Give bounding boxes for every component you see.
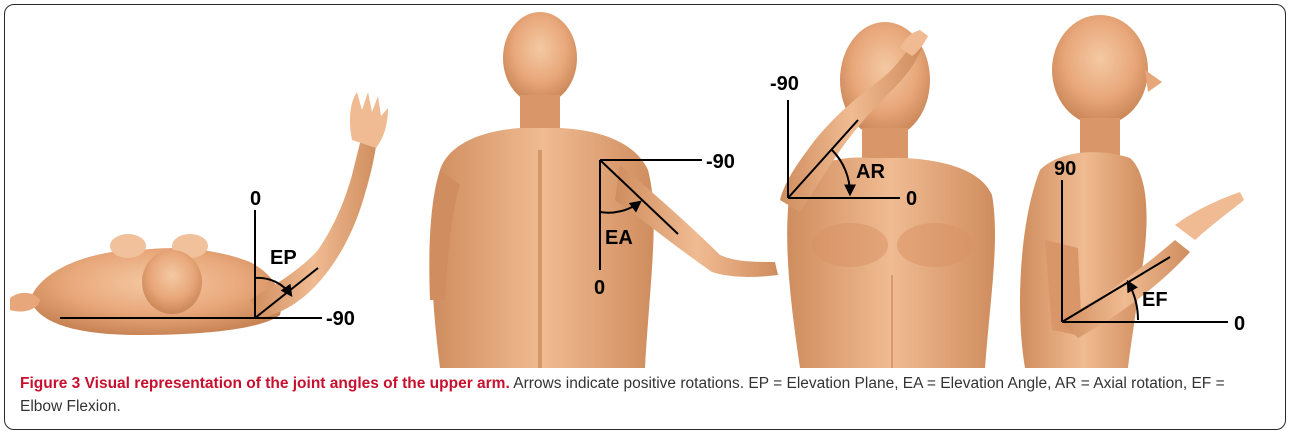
ar-axis-label-0: 0 bbox=[906, 188, 917, 210]
caption-title: Figure 3 Visual representation of the jo… bbox=[20, 375, 510, 392]
body-back-view-illustration bbox=[429, 12, 778, 368]
ep-axis-label-0: 0 bbox=[250, 188, 261, 210]
figure-illustration: 0 -90 EP -90 0 EA bbox=[0, 0, 1292, 370]
ef-axis-label-90: 90 bbox=[1054, 158, 1076, 180]
panel-top-view: 0 -90 EP bbox=[10, 92, 388, 335]
panel-back-view: -90 0 EA bbox=[429, 12, 778, 368]
ea-axis-label-0: 0 bbox=[594, 277, 605, 299]
body-side-view-illustration bbox=[1020, 15, 1244, 368]
figure-caption: Figure 3 Visual representation of the jo… bbox=[20, 372, 1270, 418]
body-front-view-illustration bbox=[780, 22, 995, 368]
ar-angle-label: AR bbox=[856, 161, 885, 183]
ea-angle-label: EA bbox=[605, 227, 633, 249]
ep-angle-label: EP bbox=[270, 247, 297, 269]
body-top-view-illustration bbox=[10, 92, 388, 335]
ep-axis-label-minus-90: -90 bbox=[326, 308, 355, 330]
panel-front-view: -90 0 AR bbox=[770, 22, 995, 368]
ef-axis-label-0: 0 bbox=[1234, 313, 1245, 335]
panel-side-view: 90 0 EF bbox=[1020, 15, 1245, 368]
ea-axis-label-minus-90: -90 bbox=[706, 151, 735, 173]
ar-axis-label-minus-90: -90 bbox=[770, 73, 799, 95]
ef-angle-label: EF bbox=[1142, 289, 1168, 311]
